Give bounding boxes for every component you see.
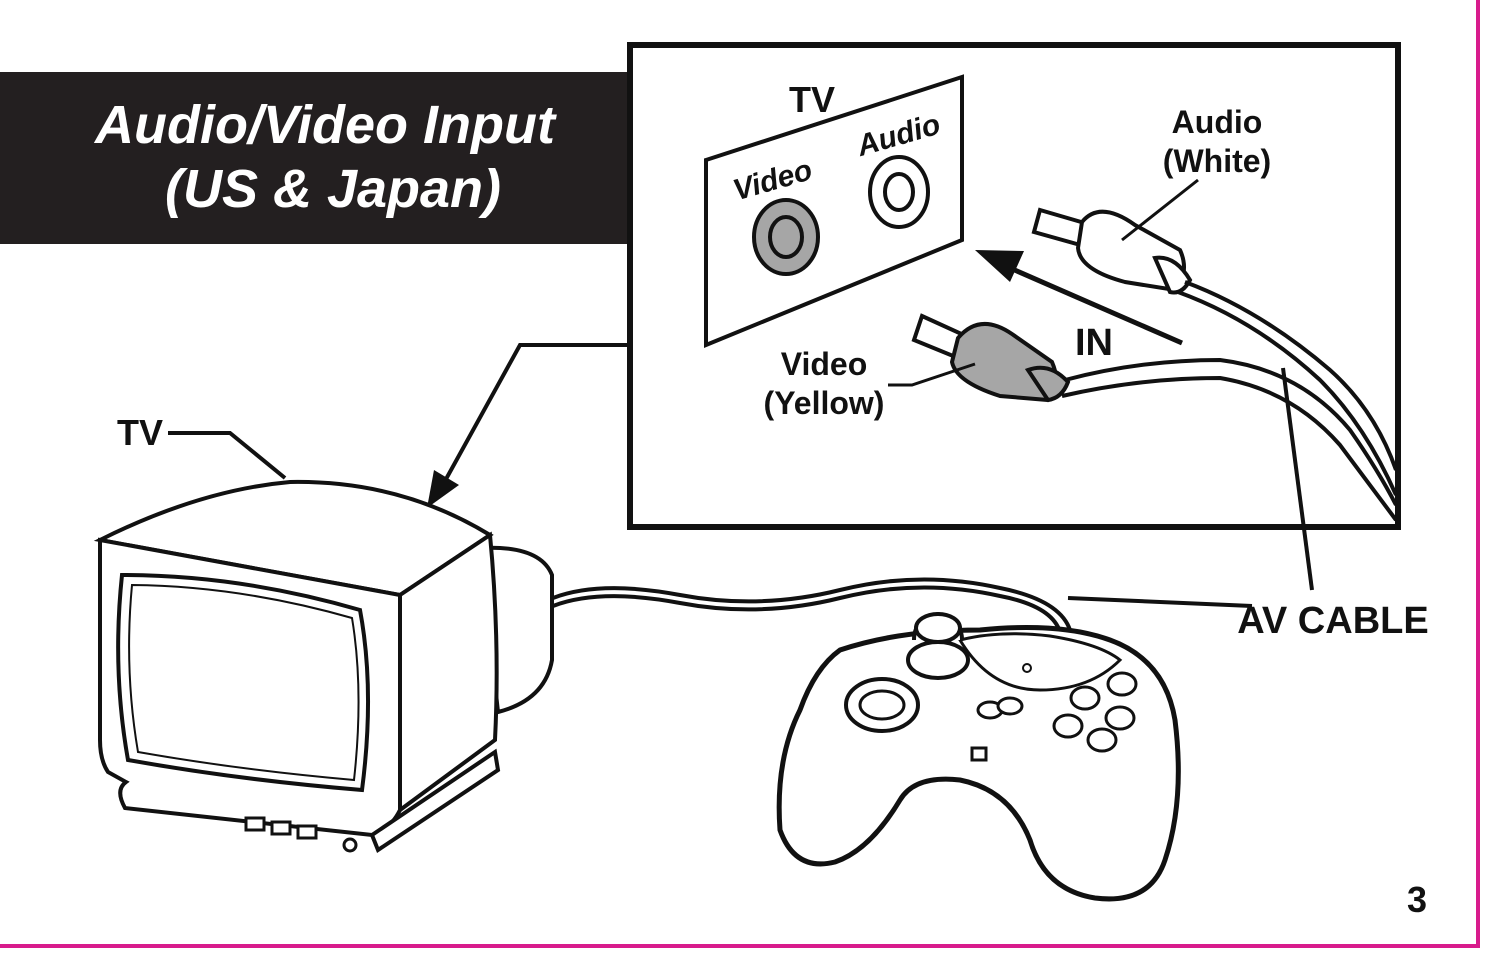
- audio-jack: [868, 155, 930, 229]
- page-number: 3: [1407, 879, 1427, 920]
- inset-tv-label: TV: [789, 79, 835, 120]
- audio-plug-label-2: (White): [1163, 143, 1271, 179]
- av-cable: [552, 577, 1072, 631]
- title-bar: Audio/Video Input (US & Japan): [0, 72, 630, 244]
- video-plug-label-1: Video: [781, 346, 868, 382]
- audio-plug: [1031, 207, 1398, 496]
- in-arrow: IN: [975, 250, 1183, 364]
- title-line-1: Audio/Video Input: [93, 95, 557, 155]
- game-controller: [776, 611, 1181, 902]
- tv-rear-panel: TV Video Audio: [704, 74, 964, 348]
- title-line-2: (US & Japan): [165, 159, 501, 219]
- direction-label: IN: [1075, 322, 1113, 364]
- tv-label: TV: [117, 412, 163, 453]
- tv-set: [93, 479, 554, 854]
- video-plug-label-2: (Yellow): [764, 385, 885, 421]
- video-plug: [911, 313, 1398, 522]
- inset-panel: TV Video Audio IN: [627, 42, 1401, 530]
- video-jack: [752, 198, 820, 276]
- audio-plug-label-1: Audio: [1172, 104, 1263, 140]
- inset-pointer: [427, 343, 628, 508]
- av-cable-label: AV CABLE: [1237, 600, 1428, 642]
